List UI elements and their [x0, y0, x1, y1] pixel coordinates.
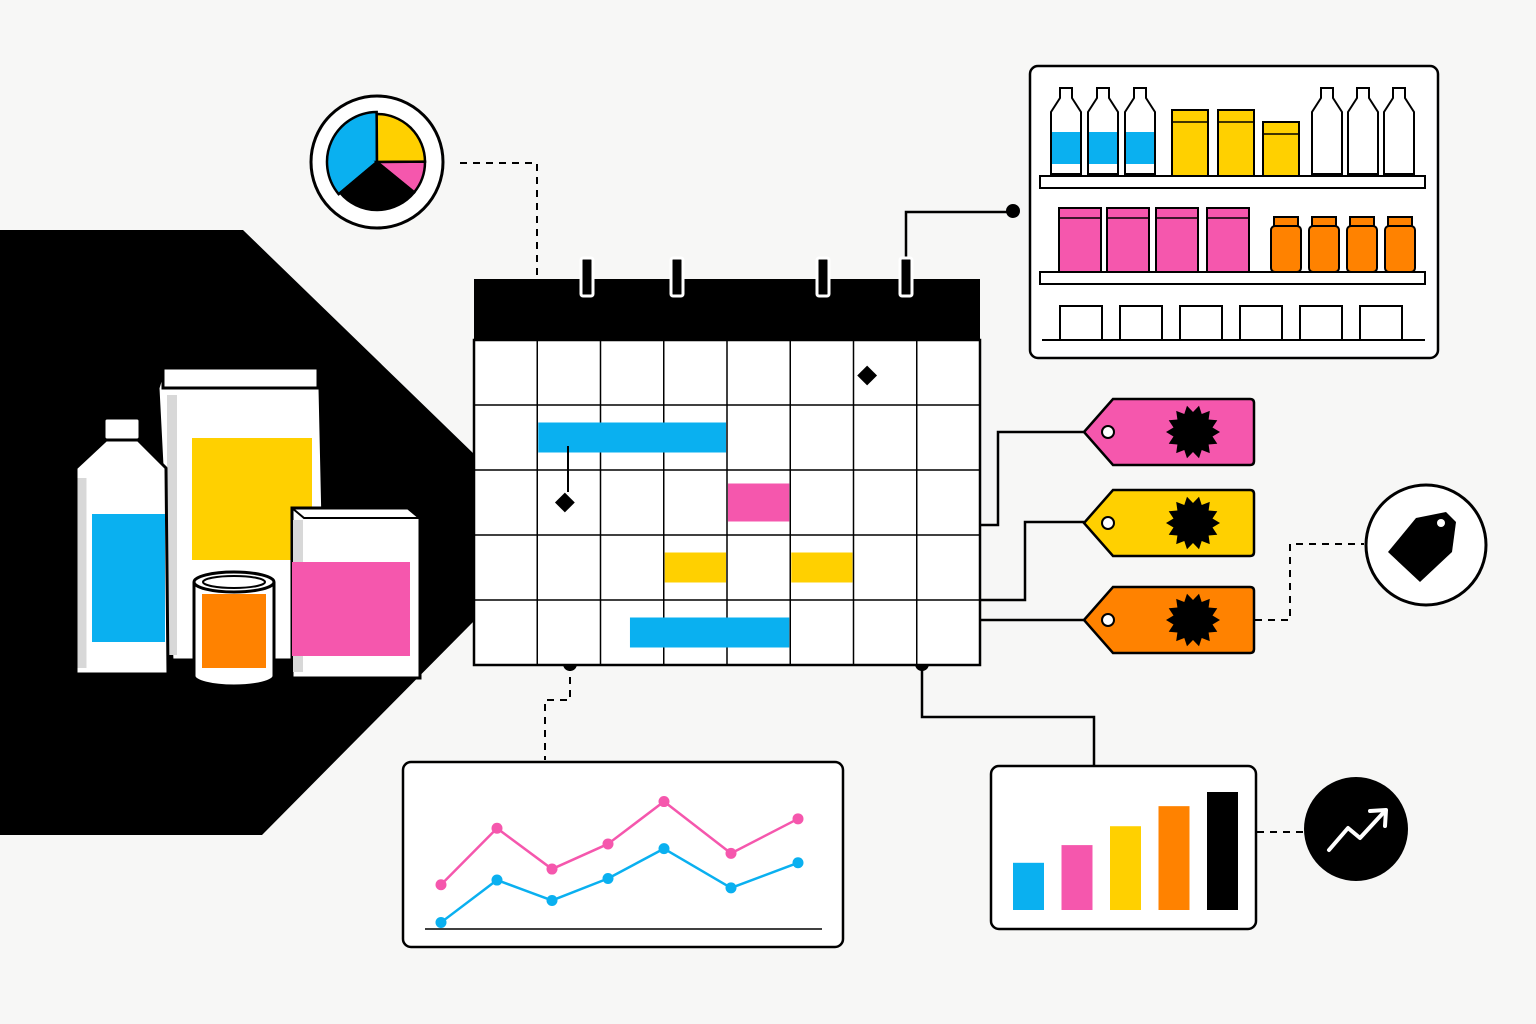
shelf-jar-lid — [1387, 216, 1413, 227]
line-chart-plot — [435, 796, 804, 928]
bar-magenta — [1061, 845, 1093, 910]
shelf-empty-slot — [1359, 305, 1403, 341]
shelf-carton — [1171, 109, 1209, 177]
shelf-jar — [1346, 225, 1378, 273]
line-point — [658, 796, 670, 808]
calendar-binder-rings — [579, 256, 914, 298]
bar-yellow — [1110, 826, 1141, 910]
shelf-jar — [1270, 225, 1302, 273]
price-tag-magenta — [1082, 397, 1256, 467]
shelf-carton — [1262, 121, 1300, 177]
line-point — [725, 847, 737, 859]
calendar-bar — [538, 422, 726, 453]
shelf-empty-slot — [1119, 305, 1163, 341]
line-point — [546, 894, 558, 906]
calendar-bar — [728, 483, 790, 522]
shelf-bottle — [1347, 87, 1379, 175]
shelf-empty-slot — [1059, 305, 1103, 341]
discount-badge-icon — [1166, 405, 1220, 459]
trend-up-icon — [1304, 777, 1408, 881]
binder-ring — [669, 256, 685, 298]
shelf-items — [1050, 87, 1416, 341]
line-point — [491, 822, 503, 834]
shelf-board-middle — [1039, 271, 1426, 285]
shelf-jar — [1308, 225, 1340, 273]
shelf-panel — [1028, 64, 1440, 360]
line-point — [792, 813, 804, 825]
price-tag-hole — [1101, 425, 1115, 439]
shelf-empty-slot — [1299, 305, 1343, 341]
bar-cyan — [1013, 862, 1044, 910]
calendar-grid — [474, 340, 980, 665]
price-tags — [1082, 397, 1256, 655]
shelf-empty-slot — [1239, 305, 1283, 341]
calendar-bars — [538, 422, 853, 648]
line-point — [725, 882, 737, 894]
shelf-bottle — [1383, 87, 1415, 175]
discount-badge-icon — [1166, 593, 1220, 647]
pie-slice — [325, 110, 379, 196]
binder-ring — [815, 256, 831, 298]
price-tag-orange — [1082, 585, 1256, 655]
calendar-header — [474, 279, 980, 341]
line-point — [546, 863, 558, 875]
shelf-board-top — [1039, 175, 1426, 189]
line-point — [435, 879, 447, 891]
milestone-diamond — [857, 365, 878, 386]
line-point — [491, 874, 503, 886]
shelf-jar-lid — [1349, 216, 1375, 227]
bar-orange — [1158, 806, 1190, 910]
price-tag-icon — [1364, 483, 1488, 607]
shelf-jar-lid — [1273, 216, 1299, 227]
box-label — [292, 562, 410, 656]
pie-chart-icon — [309, 94, 445, 230]
line-point — [658, 843, 670, 855]
shelf-jar-lid — [1311, 216, 1337, 227]
line-point — [792, 857, 804, 869]
price-tag-hole — [1101, 613, 1115, 627]
shelf-empty-slot — [1179, 305, 1223, 341]
price-tag-yellow — [1082, 488, 1256, 558]
calendar-bar — [664, 552, 726, 583]
shelf-bottle-label — [1126, 132, 1154, 164]
pie-slice — [338, 160, 416, 212]
shelf-carton — [1217, 109, 1255, 177]
can-label — [202, 594, 266, 668]
products-group — [74, 366, 422, 688]
bottle-icon — [74, 416, 170, 676]
line-point — [435, 916, 447, 928]
calendar-milestones — [554, 365, 878, 513]
bar-black — [1207, 792, 1238, 910]
price-tag-hole — [1101, 516, 1115, 530]
milestone-diamond — [554, 492, 575, 513]
shelf-bottle — [1311, 87, 1343, 175]
pie-slice — [375, 112, 427, 164]
pie-chart-slices — [325, 110, 427, 212]
can-icon — [192, 570, 276, 688]
bottle-label — [92, 514, 165, 642]
discount-badge-icon — [1166, 496, 1220, 550]
line-chart-card — [401, 760, 845, 949]
box-icon — [290, 506, 422, 680]
shelf-jar — [1384, 225, 1416, 273]
binder-ring — [579, 256, 595, 298]
shelf-bottle-label — [1089, 132, 1117, 164]
calendar-bar — [629, 617, 790, 648]
binder-ring — [898, 256, 914, 298]
calendar — [472, 256, 982, 667]
line-point — [602, 838, 614, 850]
line-point — [602, 872, 614, 884]
calendar-bar — [791, 552, 853, 583]
shelf-bottle-label — [1052, 132, 1080, 164]
bar-chart-card — [989, 764, 1258, 931]
bar-chart-plot — [1013, 792, 1238, 910]
